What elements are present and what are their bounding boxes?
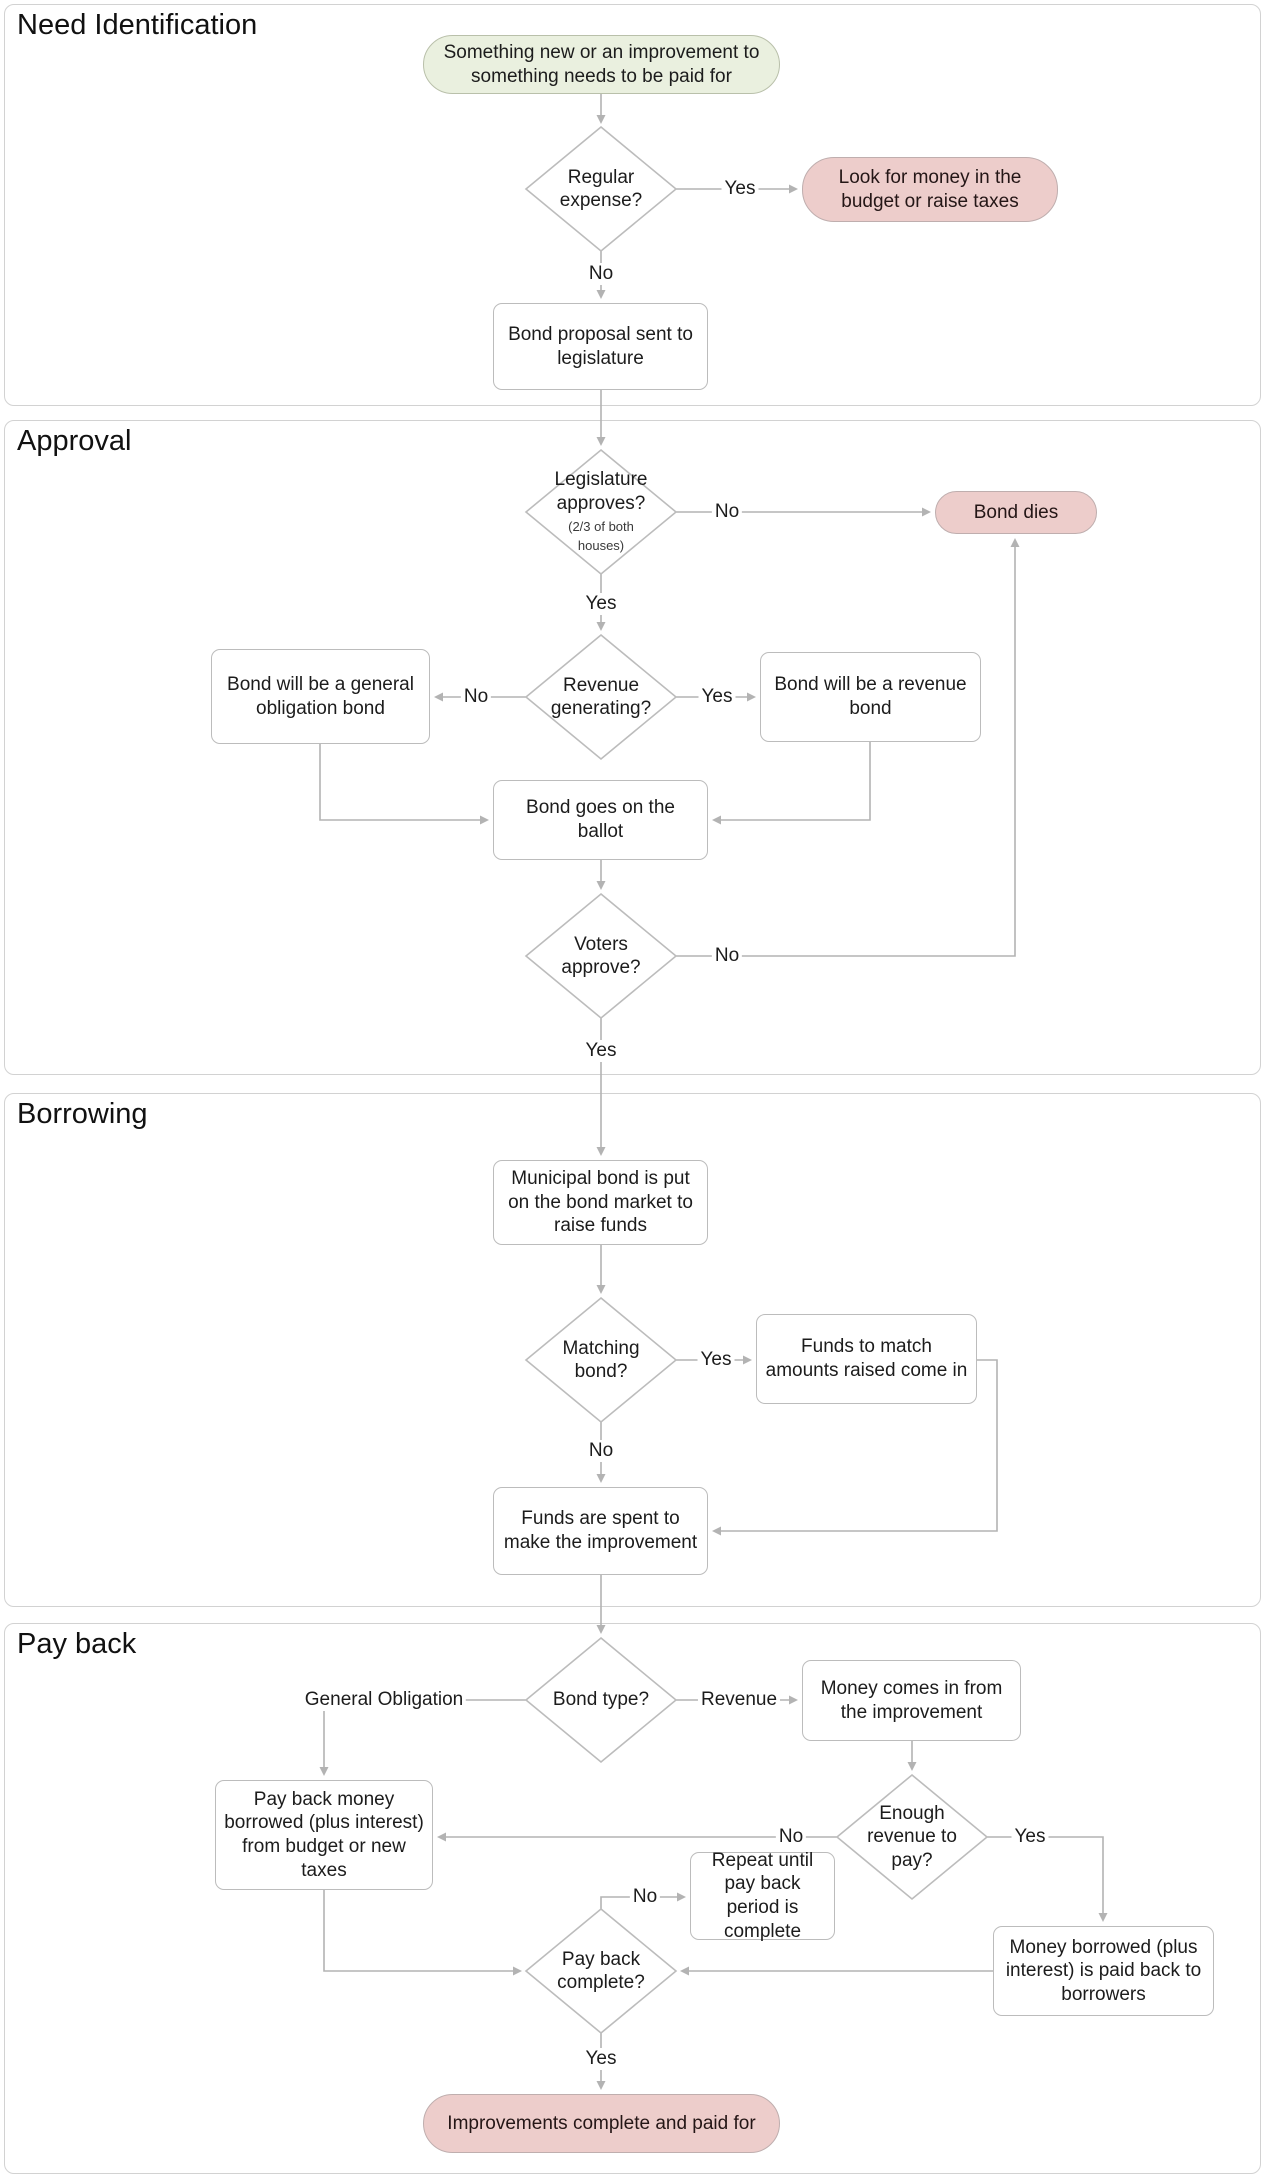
edge-funds-match-to-funds-spent [712, 1359, 998, 1536]
node-repeat-until: Repeat until pay back period is complete [690, 1850, 835, 1942]
connectors [319, 94, 1108, 2090]
node-bond-dies: Bond dies [935, 491, 1097, 534]
node-money-paid-back: Money borrowed (plus interest) is paid b… [993, 1926, 1214, 2016]
edge-label-matching-no: No [585, 1440, 617, 1462]
node-revenue-bond: Bond will be a revenue bond [760, 652, 981, 742]
section-title-payback: Pay back [17, 1628, 137, 1660]
edge-revenue-bond-to-ballot [712, 742, 871, 825]
section-title-need-identification: Need Identification [17, 9, 258, 41]
node-bond-proposal: Bond proposal sent to legislature [493, 303, 708, 390]
edge-label-payback-no: No [629, 1886, 661, 1908]
diamond-revenue-generating [524, 633, 678, 761]
node-funds-match: Funds to match amounts raised come in [756, 1314, 977, 1404]
edge-label-bond-type-revenue: Revenue [697, 1689, 781, 1711]
node-ballot: Bond goes on the ballot [493, 780, 708, 860]
edge-voters-no-to-bond-dies [676, 538, 1020, 957]
node-improvements-complete: Improvements complete and paid for [423, 2094, 780, 2153]
edge-label-legislature-no: No [711, 501, 743, 523]
edge-label-regular-yes: Yes [721, 178, 759, 200]
edge-label-bond-type-general: General Obligation [301, 1689, 467, 1711]
diamond-pay-back-complete [524, 1907, 678, 2035]
node-municipal-bond: Municipal bond is put on the bond market… [493, 1160, 708, 1245]
node-pay-back-money: Pay back money borrowed (plus interest) … [215, 1780, 433, 1890]
node-money-comes-in: Money comes in from the improvement [802, 1660, 1021, 1741]
edge-bond-type-general-to-pay-back-money [319, 1699, 526, 1776]
edge-label-regular-no: No [585, 263, 617, 285]
edge-label-enough-no: No [775, 1826, 807, 1848]
edge-general-obligation-to-ballot [319, 744, 489, 825]
diamond-matching-bond [524, 1296, 678, 1424]
edge-label-payback-yes: Yes [582, 2048, 620, 2070]
edge-label-legislature-yes: Yes [582, 593, 620, 615]
edge-label-voters-no: No [711, 945, 743, 967]
diamond-voters-approve [524, 892, 678, 1020]
node-start: Something new or an improvement to somet… [423, 35, 780, 94]
edge-label-voters-yes: Yes [582, 1040, 620, 1062]
diamond-regular-expense [524, 125, 678, 253]
section-title-approval: Approval [17, 425, 132, 457]
diamond-legislature-approves [524, 448, 678, 576]
node-look-for-money: Look for money in the budget or raise ta… [802, 157, 1058, 222]
edge-label-matching-yes: Yes [697, 1349, 735, 1371]
node-funds-spent: Funds are spent to make the improvement [493, 1487, 708, 1575]
section-title-borrowing: Borrowing [17, 1098, 148, 1130]
edge-enough-yes-to-money-paid-back [987, 1836, 1108, 1922]
diamond-enough-revenue [835, 1773, 989, 1901]
node-general-obligation-bond: Bond will be a general obligation bond [211, 649, 430, 744]
edge-label-enough-yes: Yes [1011, 1826, 1049, 1848]
edge-label-revenue-no: No [460, 686, 492, 708]
edge-pay-back-money-to-pay-back-complete [323, 1890, 522, 1976]
decision-diamonds [524, 125, 989, 2035]
diamond-bond-type [524, 1636, 678, 1764]
edge-label-revenue-yes: Yes [698, 686, 736, 708]
